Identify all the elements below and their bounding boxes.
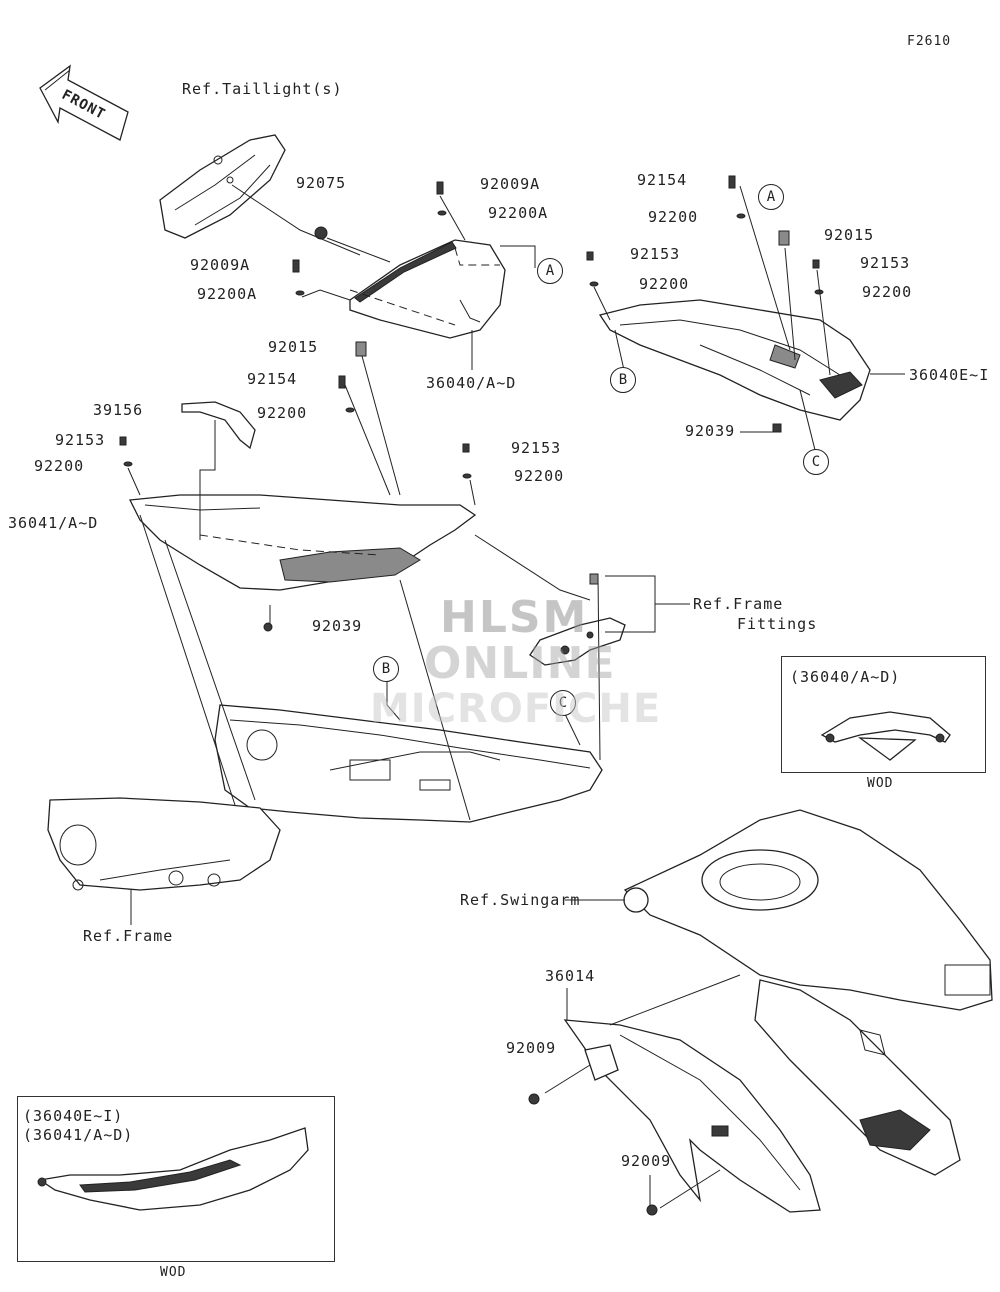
inset-side-title-2: (36041/A~D) xyxy=(23,1126,134,1144)
inset-cowl-caption: WOD xyxy=(867,776,894,791)
callout-a-upper: A xyxy=(537,258,563,284)
part-39156: 39156 xyxy=(93,401,144,419)
part-92153-right-b: 92153 xyxy=(630,245,681,263)
chain-guard-part xyxy=(528,1019,821,1216)
part-36040-AD: 36040/A~D xyxy=(426,374,517,392)
ref-frame-label: Ref.Frame xyxy=(83,927,174,945)
part-92009A-upper: 92009A xyxy=(480,175,541,193)
swingarm-part xyxy=(623,809,993,1176)
part-92015-left: 92015 xyxy=(268,338,319,356)
watermark-line-3: MICROFICHE xyxy=(370,686,662,732)
fitting-bracket-part xyxy=(529,573,626,666)
part-92075: 92075 xyxy=(296,174,347,192)
part-92009-lower: 92009 xyxy=(621,1152,672,1170)
part-92200-right-top: 92200 xyxy=(648,208,699,226)
inset-side-caption: WOD xyxy=(160,1265,187,1280)
left-side-cover-part xyxy=(128,494,477,591)
seat-cowl-part xyxy=(349,239,506,339)
part-92200-far-left: 92200 xyxy=(34,457,85,475)
inset-cowl-drawing xyxy=(820,711,951,761)
part-92153-right-c: 92153 xyxy=(860,254,911,272)
taillight-part xyxy=(159,134,286,239)
ref-frame-fittings-label-2: Fittings xyxy=(737,615,818,633)
part-92154-left: 92154 xyxy=(247,370,298,388)
callout-a-right: A xyxy=(758,184,784,210)
callout-b-right: B xyxy=(610,367,636,393)
part-92009-upper: 92009 xyxy=(506,1039,557,1057)
part-92200-center: 92200 xyxy=(514,467,565,485)
part-92153-far-left: 92153 xyxy=(55,431,106,449)
part-92200A-left: 92200A xyxy=(197,285,258,303)
trim-strip-part xyxy=(181,401,256,450)
part-36040-EI: 36040E~I xyxy=(909,366,990,384)
part-92039-left: 92039 xyxy=(312,617,363,635)
inset-box-cowl xyxy=(781,656,986,773)
inset-cowl-title: (36040/A~D) xyxy=(790,668,901,686)
part-92200-left: 92200 xyxy=(257,404,308,422)
watermark-line-1: HLSM xyxy=(440,592,589,643)
callout-c-right: C xyxy=(803,449,829,475)
part-92154-right: 92154 xyxy=(637,171,688,189)
part-92153-center: 92153 xyxy=(511,439,562,457)
inset-side-title-1: (36040E~I) xyxy=(23,1107,124,1125)
watermark-line-2: ONLINE xyxy=(424,638,616,689)
part-92009A-left: 92009A xyxy=(190,256,251,274)
inset-box-side-cover xyxy=(17,1096,335,1262)
callout-c-frame: C xyxy=(550,690,576,716)
part-36014: 36014 xyxy=(545,967,596,985)
right-side-cover-part xyxy=(598,299,871,421)
part-92200-right-c: 92200 xyxy=(862,283,913,301)
part-92200-right-b: 92200 xyxy=(639,275,690,293)
ref-swingarm-label: Ref.Swingarm xyxy=(460,891,581,909)
part-36041-AD: 36041/A~D xyxy=(8,514,99,532)
part-92015-right: 92015 xyxy=(824,226,875,244)
front-arrow-icon xyxy=(39,64,129,141)
inset-side-cover-drawing xyxy=(37,1127,309,1211)
rear-frame-part xyxy=(214,704,603,823)
ref-frame-fittings-label-1: Ref.Frame xyxy=(693,595,784,613)
figure-code: F2610 xyxy=(907,34,952,49)
fasteners xyxy=(119,175,824,632)
part-92200A-upper: 92200A xyxy=(488,204,549,222)
callout-b-frame: B xyxy=(373,656,399,682)
leader-lines xyxy=(127,184,905,1209)
part-92039-right: 92039 xyxy=(685,422,736,440)
ref-taillight-label: Ref.Taillight(s) xyxy=(182,80,343,98)
frame-rail-part xyxy=(47,797,281,891)
